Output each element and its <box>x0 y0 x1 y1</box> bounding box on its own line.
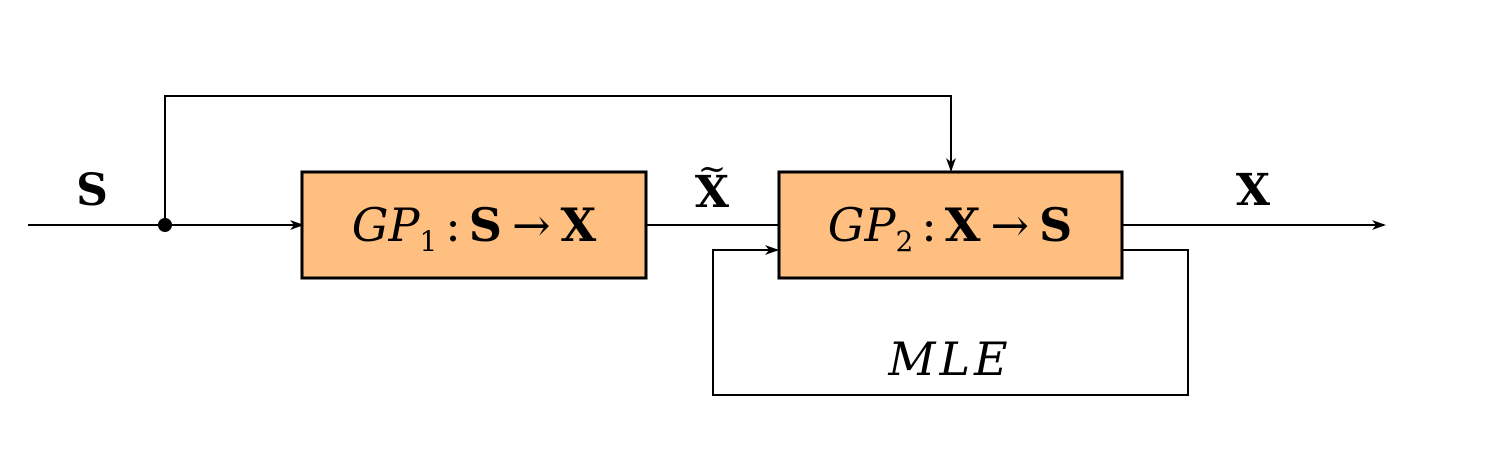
gp2-block <box>777 170 1124 280</box>
intermediate-signal-label: X <box>695 167 730 218</box>
feedback-loop <box>712 245 1189 396</box>
input-signal-label: S <box>76 165 108 216</box>
gp1-block <box>300 170 648 280</box>
intermediate-tilde: ~ <box>698 149 727 189</box>
output-signal-label: X <box>1236 165 1271 216</box>
gp1-label: GP1:S→X <box>352 198 597 258</box>
bypass-path <box>164 95 956 225</box>
gp2-label: GP2:X→S <box>828 198 1073 258</box>
feedback-label: MLE <box>887 332 1011 386</box>
